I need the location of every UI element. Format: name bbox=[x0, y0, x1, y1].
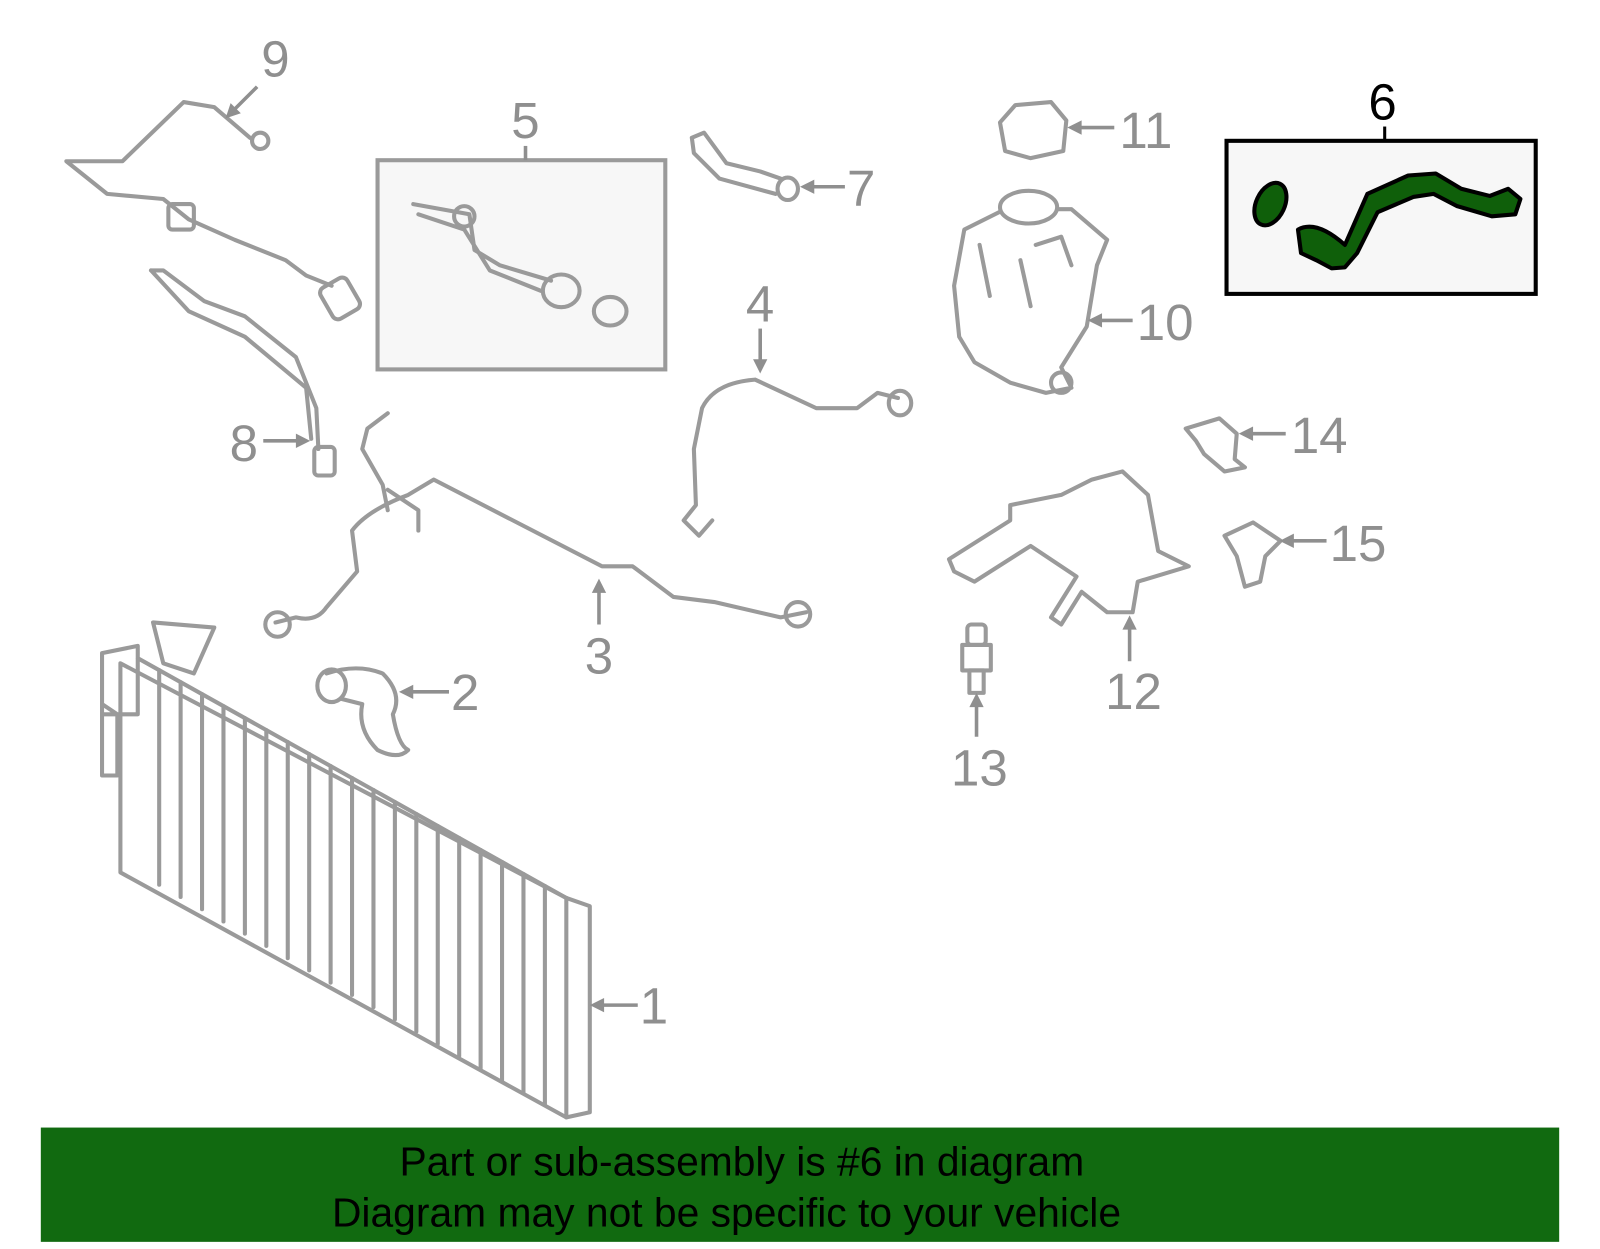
part-1-radiator[interactable] bbox=[100, 620, 592, 1120]
part-13-sensor[interactable] bbox=[960, 622, 993, 695]
callout-11: 11 bbox=[1067, 102, 1172, 159]
callout-8: 8 bbox=[230, 415, 311, 472]
callout-12: 12 bbox=[1105, 615, 1162, 720]
part-3-pipe[interactable] bbox=[273, 411, 809, 625]
callout-label: 13 bbox=[951, 740, 1008, 797]
callout-label: 3 bbox=[585, 627, 613, 684]
part-8-sensor-line[interactable] bbox=[148, 268, 321, 452]
callout-label: 9 bbox=[261, 31, 289, 88]
callout-14: 14 bbox=[1238, 407, 1348, 464]
part-11-cap[interactable] bbox=[997, 100, 1069, 161]
callout-label-5: 5 bbox=[511, 92, 539, 149]
part-6-hose-assembly[interactable] bbox=[1224, 126, 1538, 296]
part-12-bracket[interactable] bbox=[946, 469, 1191, 627]
callout-label: 12 bbox=[1105, 663, 1162, 720]
part-4-end bbox=[886, 388, 914, 418]
part-3-end bbox=[263, 610, 292, 639]
part-7-end bbox=[775, 175, 800, 203]
callout-label: 8 bbox=[230, 415, 258, 472]
part-14-clip[interactable] bbox=[1183, 416, 1247, 474]
part-15-grommet[interactable] bbox=[1222, 520, 1283, 589]
callout-label: 2 bbox=[451, 664, 479, 721]
banner-line-1: Part or sub-assembly is #6 in diagram bbox=[399, 1139, 1084, 1185]
part-3-end bbox=[783, 600, 813, 629]
callout-label-6: 6 bbox=[1368, 73, 1396, 130]
callout-label: 4 bbox=[746, 275, 774, 332]
part-9-connector bbox=[318, 275, 363, 322]
callout-label: 15 bbox=[1330, 515, 1387, 572]
callout-label: 11 bbox=[1119, 102, 1172, 159]
callout-label: 1 bbox=[640, 977, 668, 1034]
info-banner: Part or sub-assembly is #6 in diagram Di… bbox=[40, 1127, 1560, 1242]
part-7-hose[interactable] bbox=[689, 130, 783, 196]
part-9-clip bbox=[166, 202, 196, 232]
callout-10: 10 bbox=[1087, 294, 1194, 351]
callout-3: 3 bbox=[585, 578, 613, 684]
callout-label: 7 bbox=[847, 160, 875, 217]
part-2-hose-end bbox=[315, 667, 348, 705]
part-5-group[interactable] bbox=[375, 145, 668, 372]
callout-label: 10 bbox=[1137, 294, 1194, 351]
part-9-sensor-line[interactable] bbox=[64, 100, 334, 288]
part-4-hose[interactable] bbox=[681, 377, 900, 538]
callout-15: 15 bbox=[1279, 515, 1387, 572]
callout-label: 14 bbox=[1291, 407, 1348, 464]
part-9-end bbox=[250, 130, 271, 152]
callout-2: 2 bbox=[398, 664, 479, 721]
part-10-expansion-tank[interactable] bbox=[952, 188, 1110, 395]
part-8-connector bbox=[312, 444, 337, 478]
callout-1: 1 bbox=[589, 977, 668, 1034]
banner-line-2: Diagram may not be specific to your vehi… bbox=[332, 1190, 1121, 1236]
callout-4: 4 bbox=[746, 275, 774, 374]
callouts: 1 2 3 4 5 6 7 8 9 10 11 12 13 14 15 bbox=[225, 31, 1397, 1034]
callout-9: 9 bbox=[225, 31, 290, 119]
callout-13: 13 bbox=[951, 692, 1008, 797]
part-2-hose[interactable] bbox=[324, 666, 411, 758]
callout-7: 7 bbox=[800, 160, 875, 217]
